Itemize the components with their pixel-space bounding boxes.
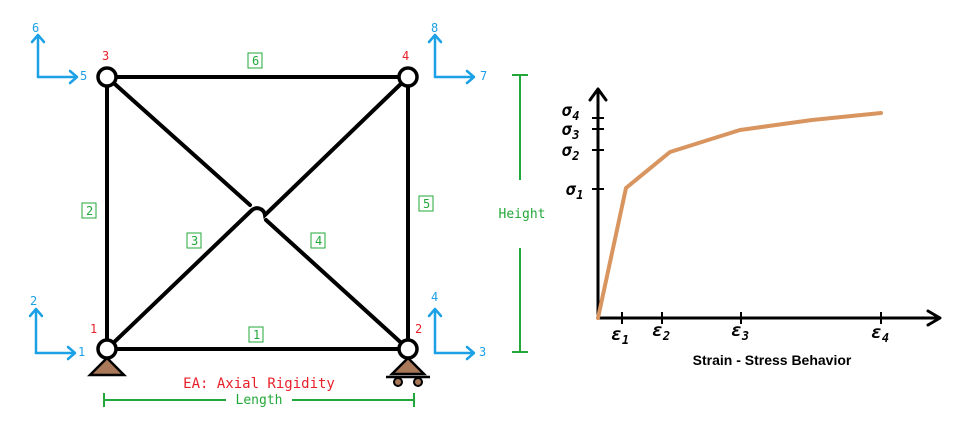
stress-labels: σ4 σ3 σ2 σ1 [561,101,583,202]
stress-label-1: σ1 [565,180,583,202]
node-label-3: 3 [102,49,109,63]
dof-label-4: 4 [431,290,438,304]
y-axis-arrowhead [588,87,608,102]
roller-support [386,356,430,387]
stress-strain-caption: Strain - Stress Behavior [693,352,852,368]
element-label-6: 6 [252,54,259,68]
node-4-hinge [397,66,419,88]
node-3-hinge [96,66,118,88]
dof-label-2: 2 [30,294,37,308]
stress-strain-axes [588,87,942,327]
element-label-1: 1 [253,328,260,342]
element-label-2: 2 [86,204,93,218]
stress-strain-curve [596,111,883,320]
dof-label-1: 1 [78,345,85,359]
height-dimension [512,74,528,353]
node-labels: 1 2 3 4 [90,49,422,336]
element-label-3: 3 [191,234,198,248]
stress-label-4: σ4 [561,101,579,123]
node-label-4: 4 [402,49,409,63]
truss-members [105,75,410,351]
axial-rigidity-label: EA: Axial Rigidity [183,376,335,392]
dof-arrows [28,33,476,361]
stress-label-3: σ3 [561,120,579,142]
dof-label-3: 3 [479,345,486,359]
length-dimension [103,393,415,407]
dof-label-8: 8 [431,21,438,35]
strain-label-3: ε3 [731,320,749,343]
element-label-4: 4 [315,234,322,248]
node-label-2: 2 [415,322,422,336]
dof-label-5: 5 [80,69,87,83]
strain-label-4: ε4 [871,322,889,345]
member-4-lower [264,218,410,351]
node-2-hinge [397,338,419,360]
dof-label-6: 6 [32,21,39,35]
element-label-5: 5 [423,197,430,211]
axis-ticks [592,117,882,324]
member-4-upper [105,75,252,207]
x-axis-arrowhead [926,309,942,327]
pin-support [86,356,128,377]
length-label: Length [236,393,283,408]
stress-label-2: σ2 [561,141,579,163]
strain-label-2: ε2 [652,320,670,343]
height-label: Height [499,207,546,222]
node-label-1: 1 [90,322,97,336]
node-1-hinge [96,338,118,360]
strain-label-1: ε1 [611,324,629,347]
strain-labels: ε1 ε2 ε3 ε4 [611,320,889,347]
dof-label-7: 7 [480,69,487,83]
truss-nodes [96,66,419,360]
member-3 [105,75,410,351]
dof-labels: 1 2 3 4 5 6 7 8 [30,21,487,359]
element-labels: 1 2 3 4 5 6 [81,52,434,343]
